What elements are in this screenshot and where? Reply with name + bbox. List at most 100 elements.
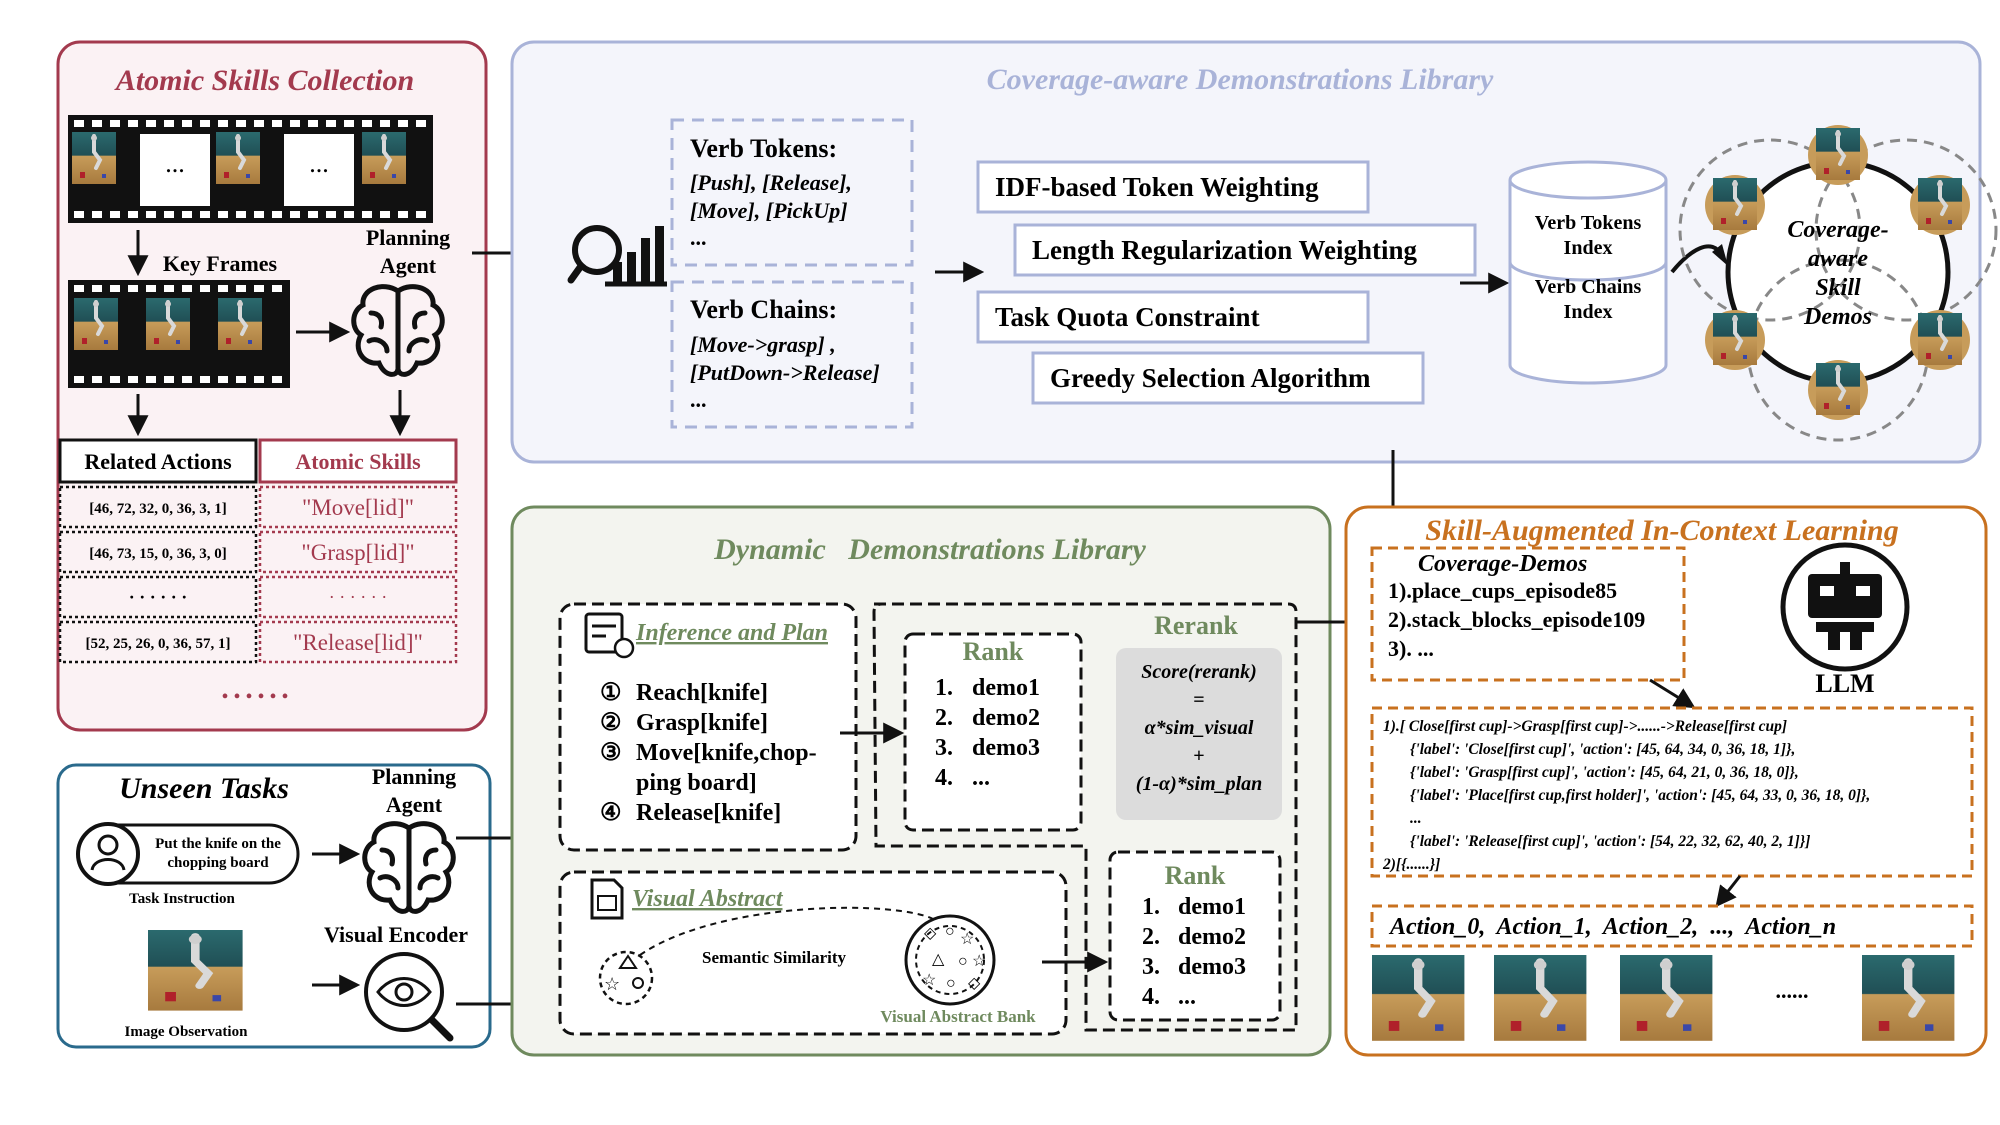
circle-text-1: Coverage- — [1787, 217, 1888, 243]
actions-box — [1370, 904, 1974, 948]
step-num: ③ — [600, 740, 622, 766]
method-box-length — [1013, 223, 1477, 277]
unseen-title: Unseen Tasks — [119, 772, 289, 805]
video-filmstrip — [68, 115, 433, 223]
filmstrip-ellipsis-2: ... — [309, 149, 329, 178]
demo-thumbnails — [1705, 125, 1970, 420]
db-label-tokens: Verb Tokens — [1535, 212, 1642, 234]
method-box-idf — [976, 160, 1370, 214]
verb-tokens-label: Verb Tokens: — [690, 134, 837, 163]
db-label-chains: Verb Chains — [1535, 276, 1642, 298]
step-num: ② — [600, 710, 622, 736]
score-line-2: = — [1193, 689, 1204, 711]
svg-text:☆: ☆ — [922, 972, 936, 989]
arrow-demos-to-code — [1649, 678, 1696, 709]
related-actions-header: Related Actions — [84, 449, 232, 474]
method-length: Length Regularization Weighting — [1032, 235, 1418, 265]
verb-tokens-more: ... — [690, 225, 707, 250]
database-icon — [1508, 160, 1668, 385]
table-row-skill: "Release[lid]" — [293, 630, 423, 655]
execution-frames — [1372, 955, 1954, 1041]
skills-table-rows — [58, 485, 458, 664]
score-line-1: Score(rerank) — [1141, 661, 1257, 683]
svg-text:☆: ☆ — [960, 931, 974, 948]
rank-item: demo2 — [972, 705, 1040, 731]
step-grasp: Grasp[knife] — [636, 710, 768, 736]
visual-abstract-bank-icon: ◇ ○ ☆ △ ○ ☆ ☆ ○ ◇ — [904, 914, 996, 1006]
demo-item: 2).stack_blocks_episode109 — [1388, 607, 1645, 632]
svg-text:☆: ☆ — [972, 953, 986, 970]
rank-item: demo3 — [1178, 954, 1246, 980]
rank-num: 4. — [1142, 984, 1160, 1010]
image-file-icon — [590, 878, 624, 920]
step-release: Release[knife] — [636, 800, 781, 826]
rank-rerank-wrapper — [872, 602, 1298, 1032]
visual-abstract-title: Visual Abstract — [632, 886, 784, 912]
rank-num: 2. — [935, 705, 953, 731]
llm-label: LLM — [1815, 669, 1874, 698]
rank-item: demo1 — [972, 675, 1040, 701]
keyframes-filmstrip — [68, 280, 290, 388]
rank-item: demo2 — [1178, 924, 1246, 950]
frames-ellipsis: ...... — [1776, 978, 1809, 1003]
image-observation-label: Image Observation — [125, 1024, 249, 1040]
circle-text-2: aware — [1808, 246, 1868, 272]
svg-text:◇: ◇ — [924, 925, 937, 942]
key-frames-label: Key Frames — [163, 251, 278, 276]
skill-title: Skill-Augmented In-Context Learning — [1425, 514, 1898, 547]
rank-num: 3. — [935, 735, 953, 761]
rank-num: 1. — [1142, 894, 1160, 920]
rank-box-visual — [1108, 850, 1282, 1022]
rank-item: demo3 — [972, 735, 1040, 761]
table-row-skill: · · · · · · — [329, 587, 387, 607]
svg-text:△: △ — [932, 951, 945, 968]
visual-abstract-box — [558, 870, 1068, 1036]
svg-text:☆: ☆ — [604, 974, 620, 994]
verb-chains-label: Verb Chains: — [690, 295, 837, 324]
unseen-planning-top: Planning — [372, 764, 456, 789]
atomic-skills-header: Atomic Skills — [295, 449, 421, 474]
rank-num: 3. — [1142, 954, 1160, 980]
score-line-5: (1-α)*sim_plan — [1136, 773, 1263, 795]
semantic-similarity-label: Semantic Similarity — [702, 948, 847, 967]
method-greedy: Greedy Selection Algorithm — [1050, 363, 1371, 393]
table-row-action: [46, 73, 15, 0, 36, 3, 0] — [89, 546, 227, 562]
svg-text:◇: ◇ — [968, 975, 981, 992]
code-line: 2)[{......}] — [1382, 856, 1440, 873]
demo-item: 1).place_cups_episode85 — [1388, 578, 1617, 603]
code-line: {'label': 'Release[first cup]', 'action'… — [1410, 833, 1810, 850]
circle-text-4: Demos — [1803, 304, 1872, 330]
rank-item: ... — [1178, 984, 1196, 1010]
instruction-text-2: chopping board — [167, 855, 269, 871]
atomic-title: Atomic Skills Collection — [114, 64, 414, 97]
rank-num: 2. — [1142, 924, 1160, 950]
verb-tokens-line1: [Push], [Release], — [690, 170, 852, 195]
verb-chains-box — [670, 280, 914, 429]
rank-num: 1. — [935, 675, 953, 701]
rank-title: Rank — [1165, 861, 1226, 890]
code-line: {'label': 'Close[first cup]', 'action': … — [1410, 741, 1795, 758]
query-shapes-icon: ☆ — [598, 950, 654, 1006]
score-line-4: + — [1193, 745, 1204, 767]
verb-chains-line2: [PutDown->Release] — [690, 360, 880, 385]
svg-text:○: ○ — [958, 953, 968, 970]
actions-text: Action_0, Action_1, Action_2, ..., Actio… — [1388, 914, 1836, 940]
method-box-greedy — [1031, 351, 1425, 405]
verb-chains-line1: [Move->grasp] , — [690, 332, 836, 357]
verb-tokens-box — [670, 118, 914, 267]
atomic-skills-header-box — [258, 438, 458, 484]
llm-robot-icon — [1780, 542, 1910, 672]
task-instruction-label: Task Instruction — [129, 891, 235, 907]
code-line: ... — [1410, 810, 1422, 827]
verb-chains-more: ... — [690, 387, 707, 412]
table-row-action: [46, 72, 32, 0, 36, 3, 1] — [89, 501, 227, 517]
svg-text:○: ○ — [945, 923, 955, 940]
step-reach: Reach[knife] — [636, 680, 768, 706]
rank-item: ... — [972, 765, 990, 791]
code-line: {'label': 'Grasp[first cup]', 'action': … — [1410, 764, 1799, 781]
method-box-quota — [976, 290, 1370, 344]
code-line: 1).[ Close[first cup]->Grasp[first cup]-… — [1383, 718, 1787, 735]
table-row-skill: "Grasp[lid]" — [301, 540, 414, 565]
method-idf: IDF-based Token Weighting — [995, 172, 1319, 202]
